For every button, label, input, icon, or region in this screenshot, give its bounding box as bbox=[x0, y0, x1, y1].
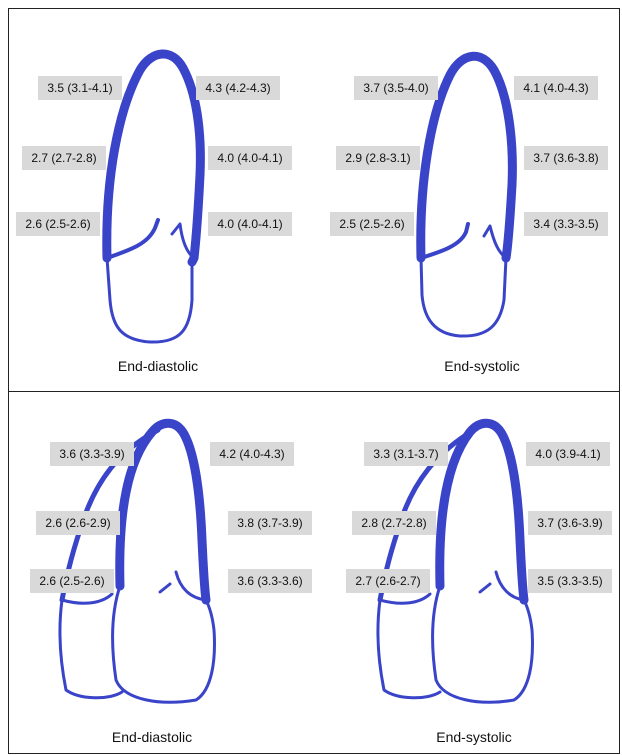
thickness-label-right-mid: 3.8 (3.7-3.9) bbox=[228, 511, 312, 535]
thickness-label-left-top: 3.6 (3.3-3.9) bbox=[50, 442, 134, 466]
thickness-label-left-mid: 2.8 (2.7-2.8) bbox=[352, 511, 436, 535]
phase-caption: End-systolic bbox=[422, 358, 542, 374]
thickness-label-right-bot: 3.4 (3.3-3.5) bbox=[524, 212, 608, 236]
thickness-label-right-bot: 3.6 (3.3-3.6) bbox=[228, 569, 312, 593]
thickness-label-left-mid: 2.9 (2.8-3.1) bbox=[336, 146, 420, 170]
thickness-label-left-mid: 2.7 (2.7-2.8) bbox=[22, 146, 106, 170]
thickness-label-right-mid: 3.7 (3.6-3.9) bbox=[528, 511, 612, 535]
thickness-label-right-mid: 4.0 (4.0-4.1) bbox=[208, 146, 292, 170]
thickness-label-left-bot: 2.6 (2.5-2.6) bbox=[16, 212, 100, 236]
thickness-label-left-bot: 2.6 (2.5-2.6) bbox=[30, 569, 114, 593]
thickness-label-right-bot: 4.0 (4.0-4.1) bbox=[208, 212, 292, 236]
phase-caption: End-diastolic bbox=[92, 729, 212, 745]
phase-caption: End-systolic bbox=[414, 729, 534, 745]
thickness-label-right-top: 4.0 (3.9-4.1) bbox=[526, 442, 610, 466]
thickness-label-left-bot: 2.5 (2.5-2.6) bbox=[330, 212, 414, 236]
thickness-label-left-top: 3.3 (3.1-3.7) bbox=[364, 442, 448, 466]
thickness-label-right-mid: 3.7 (3.6-3.8) bbox=[524, 146, 608, 170]
thickness-label-left-top: 3.5 (3.1-4.1) bbox=[38, 76, 122, 100]
thickness-label-left-top: 3.7 (3.5-4.0) bbox=[354, 76, 438, 100]
thickness-label-left-bot: 2.7 (2.6-2.7) bbox=[346, 569, 430, 593]
thickness-label-left-mid: 2.6 (2.6-2.9) bbox=[36, 511, 120, 535]
thickness-label-right-bot: 3.5 (3.3-3.5) bbox=[528, 569, 612, 593]
phase-caption: End-diastolic bbox=[98, 358, 218, 374]
thickness-label-right-top: 4.2 (4.0-4.3) bbox=[210, 442, 294, 466]
thickness-label-right-top: 4.1 (4.0-4.3) bbox=[514, 76, 598, 100]
thickness-label-right-top: 4.3 (4.2-4.3) bbox=[196, 76, 280, 100]
